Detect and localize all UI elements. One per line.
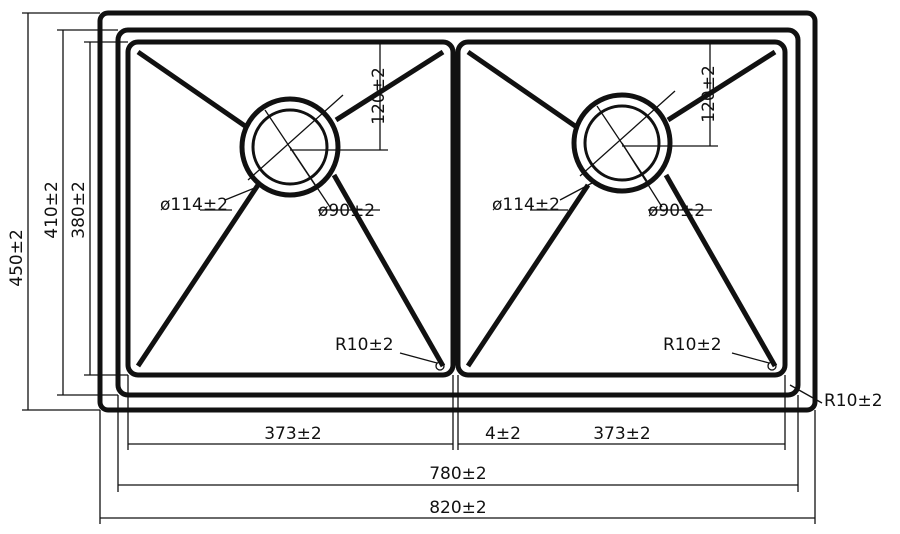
vertical-dimensions [22, 12, 128, 411]
left-drain-outer-circle [239, 96, 341, 198]
right-drain-inner-circle [583, 104, 661, 182]
left-drain-offset-label: 120±2 [369, 67, 389, 125]
right-corner-radius-label: R10±2 [663, 335, 722, 355]
left-inner-diameter-label: ø90±2 [318, 201, 375, 221]
right-bowl [455, 39, 788, 378]
right-drain-offset-label: 120±2 [699, 65, 719, 123]
right-outer-diameter-label: ø114±2 [492, 195, 560, 215]
left-drain-inner-circle [251, 108, 329, 186]
inner-height-label: 410±2 [42, 181, 62, 239]
right-inner-diameter-label: ø90±2 [648, 201, 705, 221]
right-bowl-outline [455, 39, 788, 378]
left-outer-diameter-label: ø114±2 [160, 195, 228, 215]
horizontal-dimensions [99, 375, 816, 524]
right-drain-outer-circle [571, 92, 673, 194]
left-bowl-width-label: 373±2 [264, 424, 322, 444]
divider-width-label: 4±2 [485, 424, 521, 444]
overall-width-label: 820±2 [429, 498, 487, 518]
inner-width-label: 780±2 [429, 464, 487, 484]
left-bowl [125, 39, 456, 378]
outer-corner-radius-label: R10±2 [824, 391, 883, 411]
right-bowl-width-label: 373±2 [593, 424, 651, 444]
left-corner-radius-label: R10±2 [335, 335, 394, 355]
left-bowl-outline [125, 39, 456, 378]
bowl-height-label: 380±2 [69, 181, 89, 239]
overall-height-label: 450±2 [7, 229, 27, 287]
